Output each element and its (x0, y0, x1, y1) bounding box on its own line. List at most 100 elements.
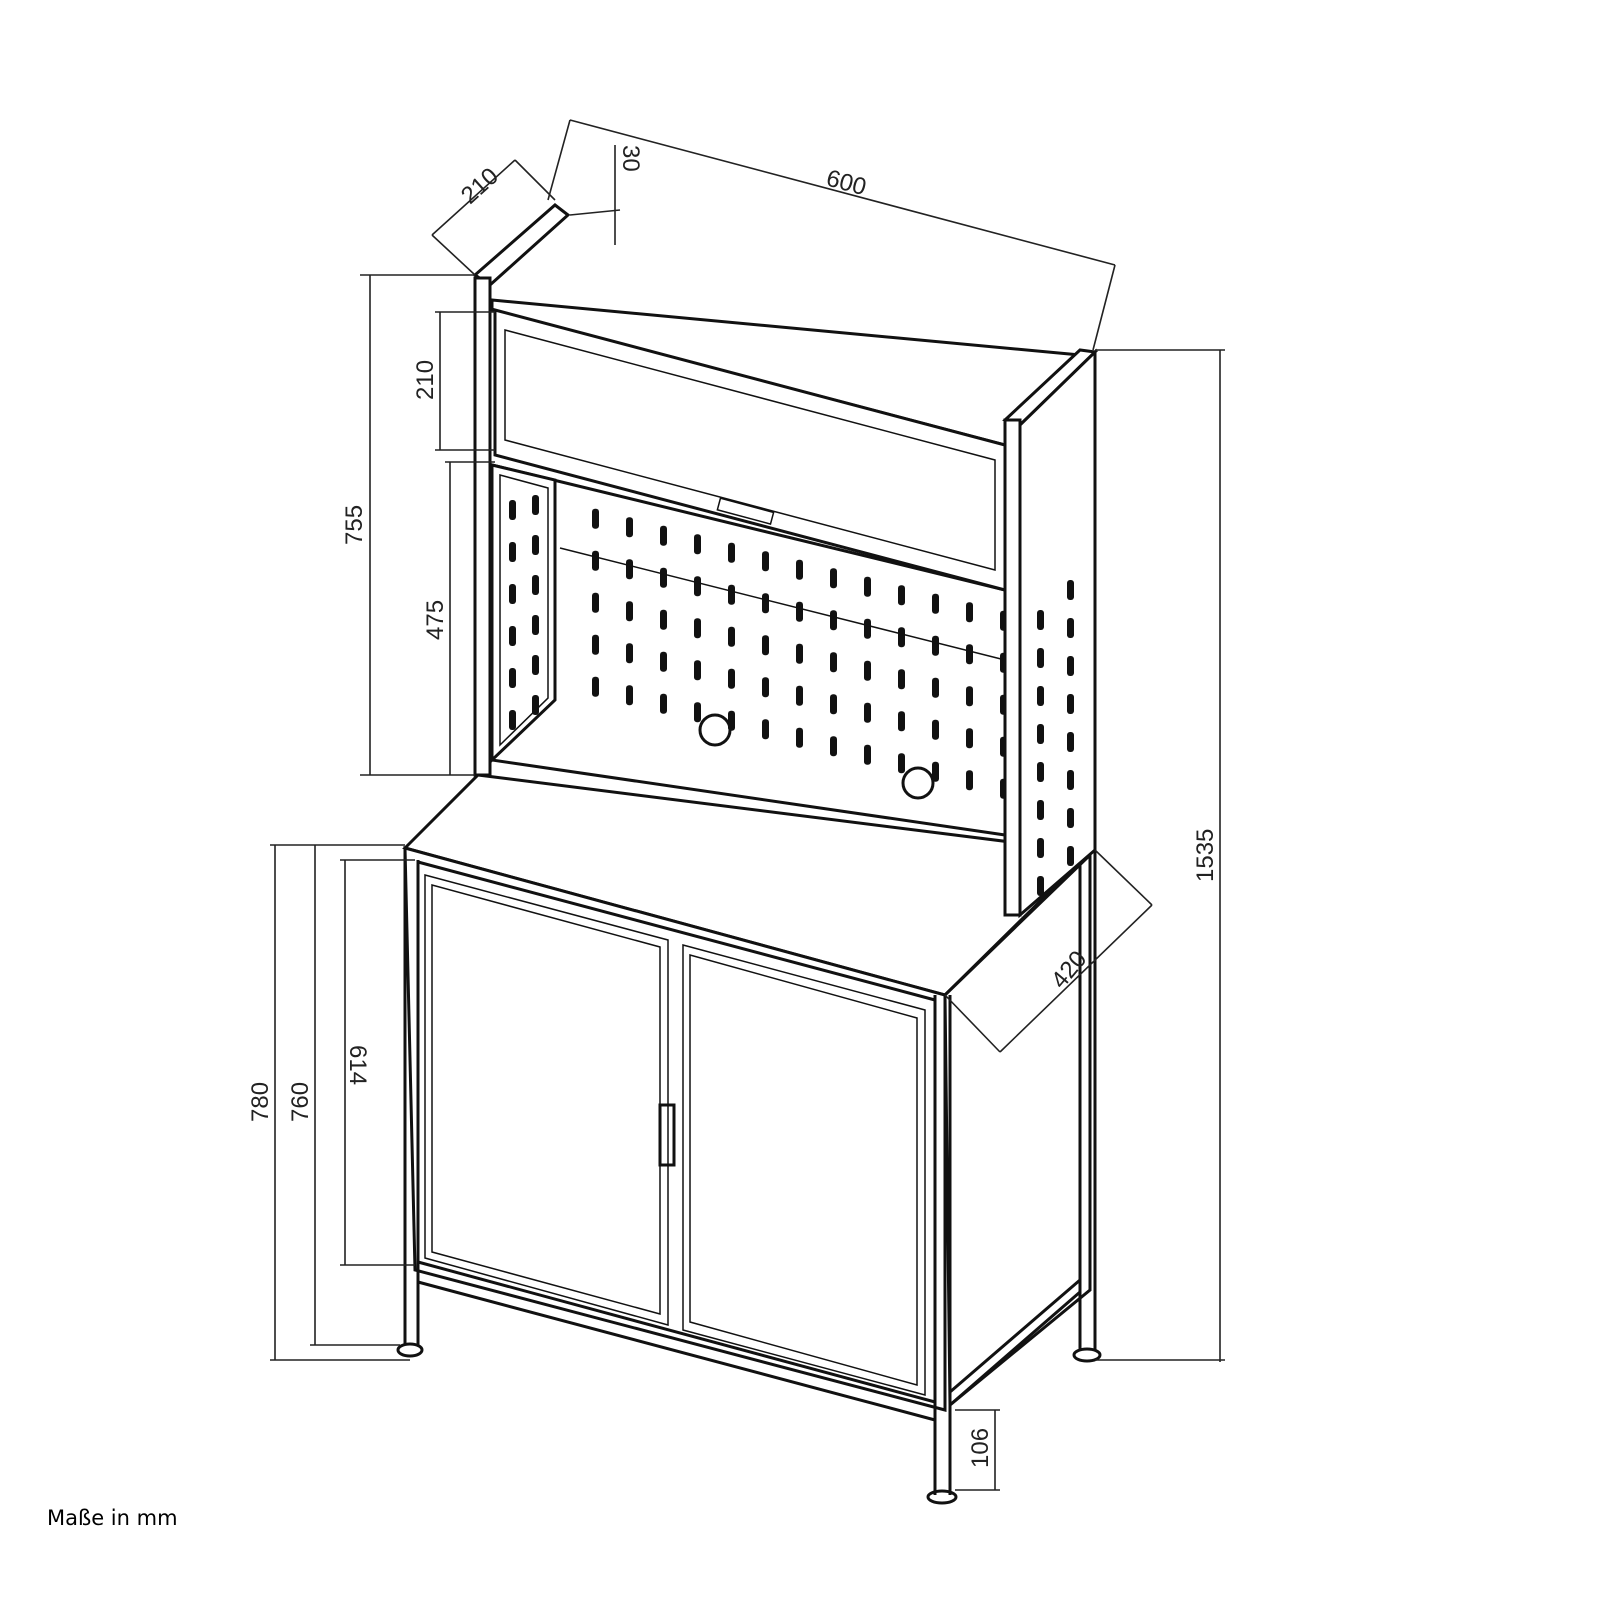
peg-slot (830, 652, 837, 673)
cabinet-side (943, 851, 1092, 1409)
dim-hutch-height: 755 (341, 505, 368, 545)
peg-slot (1067, 808, 1074, 828)
peg-slot (728, 668, 735, 689)
dim-depth-top: 210 (456, 163, 504, 210)
peg-slot (864, 702, 871, 723)
peg-slot (898, 753, 905, 774)
peg-slot (626, 601, 633, 622)
peg-slot (592, 676, 599, 697)
dimension-lines (270, 119, 1225, 1491)
peg-slot (966, 770, 973, 791)
peg-slot (830, 694, 837, 715)
peg-slot (509, 500, 516, 520)
right-post (1003, 418, 1022, 917)
dim-door-height: 614 (344, 1045, 371, 1085)
peg-slot (694, 618, 701, 639)
peg-slot (932, 719, 939, 740)
peg-slot (762, 551, 769, 572)
peg-slot (864, 618, 871, 639)
peg-slot (1067, 580, 1074, 600)
peg-slot (728, 626, 735, 647)
peg-slot (509, 584, 516, 604)
peg-slot (1037, 610, 1044, 630)
peg-slot (592, 550, 599, 571)
peg-slot (830, 568, 837, 589)
peg-slot (898, 711, 905, 732)
peg-slot (864, 744, 871, 765)
peg-slot (898, 669, 905, 690)
peg-slot (932, 593, 939, 614)
cable-hole (901, 766, 935, 800)
dim-top-thickness: 30 (617, 145, 644, 172)
peg-slot (694, 576, 701, 597)
peg-slot (660, 651, 667, 672)
hutch (472, 203, 1099, 919)
dim-shelf-height: 210 (412, 360, 439, 400)
peg-slot (1037, 876, 1044, 896)
peg-slot (1037, 724, 1044, 744)
foot (396, 1342, 424, 1358)
peg-slot (1067, 846, 1074, 866)
peg-slot (728, 584, 735, 605)
peg-slot (762, 593, 769, 614)
peg-slot (1067, 694, 1074, 714)
dim-cabinet-height-total: 780 (247, 1082, 274, 1122)
lower-cabinet (396, 773, 1102, 1505)
door-handle (658, 1103, 676, 1167)
peg-slot (592, 592, 599, 613)
right-side-panel (1018, 348, 1097, 919)
cable-hole (698, 713, 732, 747)
peg-slot (864, 576, 871, 597)
peg-slot (966, 602, 973, 623)
peg-slot (762, 719, 769, 740)
peg-slot (592, 634, 599, 655)
peg-slot (694, 702, 701, 723)
right-door (682, 944, 926, 1396)
dim-pegboard-height: 475 (422, 600, 449, 640)
peg-slot (796, 601, 803, 622)
peg-slot (660, 525, 667, 546)
peg-slot (762, 635, 769, 656)
peg-slot (626, 685, 633, 706)
peg-slot (509, 710, 516, 730)
peg-slot (694, 660, 701, 681)
left-side-panel (490, 463, 557, 764)
peg-slot (1067, 732, 1074, 752)
peg-slot (796, 559, 803, 580)
peg-slot (898, 627, 905, 648)
peg-slot (626, 643, 633, 664)
foot (926, 1489, 958, 1505)
peg-slot (532, 695, 539, 715)
peg-slot (532, 655, 539, 675)
peg-slot (932, 761, 939, 782)
peg-slot (966, 686, 973, 707)
dim-cabinet-height: 760 (287, 1082, 314, 1122)
peg-slot (509, 668, 516, 688)
peg-slot (966, 728, 973, 749)
peg-slot (898, 585, 905, 606)
peg-slot (1037, 686, 1044, 706)
peg-slot (864, 660, 871, 681)
peg-slot (532, 495, 539, 515)
peg-slot (592, 508, 599, 529)
top-cap (472, 203, 571, 287)
peg-slot (830, 736, 837, 757)
peg-slot (1037, 800, 1044, 820)
peg-slot (626, 517, 633, 538)
peg-slot (509, 626, 516, 646)
peg-slot (1037, 838, 1044, 858)
peg-slot (660, 567, 667, 588)
peg-slot (660, 609, 667, 630)
peg-slot (694, 534, 701, 555)
peg-slot (660, 693, 667, 714)
peg-slot (532, 535, 539, 555)
left-post (473, 276, 492, 777)
dim-total-height: 1535 (1192, 829, 1219, 882)
peg-slot (762, 677, 769, 698)
peg-slot (532, 575, 539, 595)
peg-slot (1067, 770, 1074, 790)
peg-slot (796, 727, 803, 748)
peg-slot (796, 685, 803, 706)
peg-slot (1067, 618, 1074, 638)
peg-slot (532, 615, 539, 635)
